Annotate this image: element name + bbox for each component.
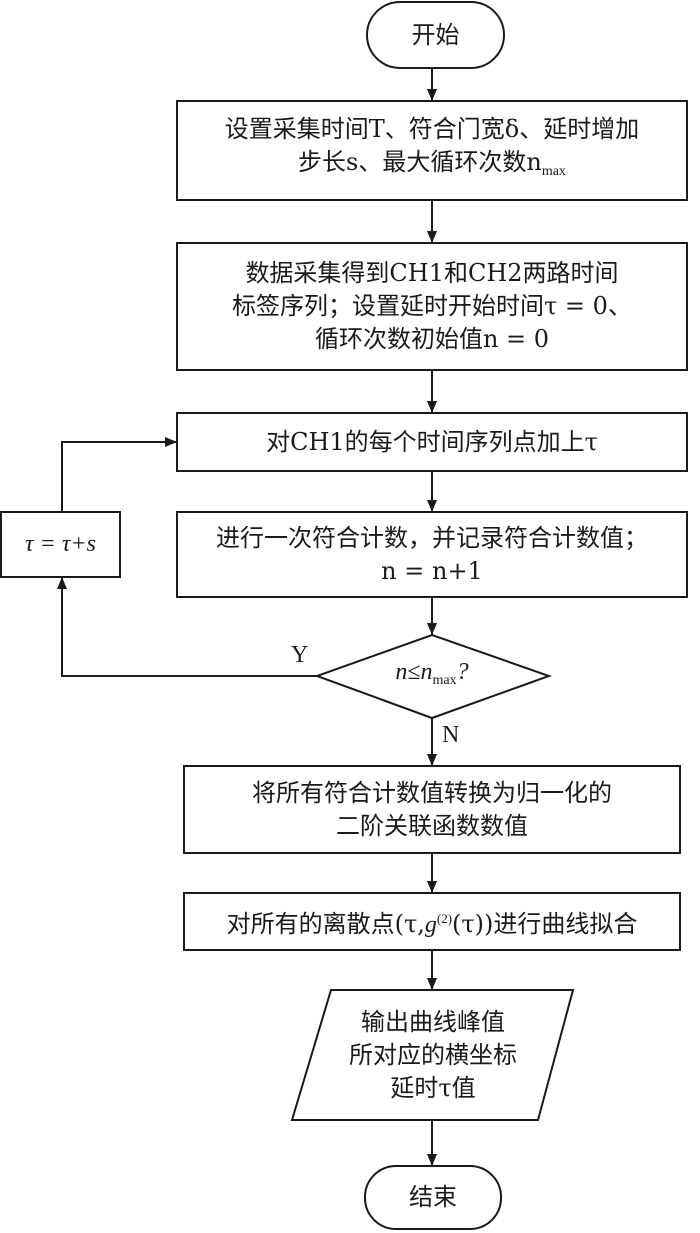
add-delay-text: 对CH1的每个时间序列点加上τ <box>177 413 687 471</box>
arrowhead <box>427 1154 437 1166</box>
output-parallelogram <box>290 989 575 1121</box>
coincidence-count-text: 进行一次符合计数，并记录符合计数值； n = n+1 <box>177 512 687 597</box>
normalize-text: 将所有符合计数值转换为归一化的 二阶关联函数数值 <box>184 766 680 853</box>
curve-fit-box <box>183 892 681 951</box>
end-text: 结束 <box>409 1183 457 1211</box>
setup-params-text: 设置采集时间T、符合门宽δ、延时增加 步长s、最大循环次数nmax <box>177 101 687 200</box>
loop-yes-path <box>61 577 317 677</box>
arrowhead <box>427 89 437 101</box>
count-line-1: 进行一次符合计数，并记录符合计数值； <box>216 523 648 552</box>
add-delay-line-1: 对CH1的每个时间序列点加上τ <box>266 427 598 456</box>
arrowhead <box>165 437 177 447</box>
no-label: N <box>442 722 460 748</box>
setup-line-1: 设置采集时间T、符合门宽δ、延时增加 <box>224 115 640 143</box>
arrowhead <box>57 577 67 589</box>
acq-line-3: 循环次数初始值n = 0 <box>314 325 550 353</box>
setup-params-box <box>176 100 688 201</box>
setup-line-2: 步长s、最大循环次数nmax <box>298 148 566 179</box>
delay-increment-text: τ = τ+s <box>1 512 120 577</box>
data-acquisition-text: 数据采集得到CH1和CH2两路时间 标签序列；设置延时开始时间τ = 0、 循环… <box>177 243 687 370</box>
output-line-3: 延时τ值 <box>390 1073 476 1102</box>
arrowhead <box>427 881 437 893</box>
output-line-1: 输出曲线峰值 <box>361 1007 505 1036</box>
delay-increment-formula: τ = τ+s <box>25 531 96 557</box>
arrowhead <box>427 978 437 990</box>
count-line-2: n = n+1 <box>381 556 483 585</box>
output-text: 输出曲线峰值 所对应的横坐标 延时τ值 <box>300 990 566 1120</box>
add-delay-box <box>176 412 688 472</box>
output-line-2: 所对应的横坐标 <box>349 1040 517 1069</box>
acq-line-2: 标签序列；设置延时开始时间τ = 0、 <box>232 292 632 320</box>
arrowhead <box>427 754 437 766</box>
loop-return-path <box>61 441 177 512</box>
decision-text: n≤nmax? <box>340 650 524 702</box>
end-label: 结束 <box>365 1166 501 1229</box>
start-text: 开始 <box>411 20 460 49</box>
curve-fit-line-1: 对所有的离散点(τ,g(2)(τ))进行曲线拟合 <box>226 909 638 938</box>
arrowhead <box>427 500 437 512</box>
connectors <box>57 68 437 1166</box>
yes-label: Y <box>291 642 309 668</box>
acq-line-1: 数据采集得到CH1和CH2两路时间 <box>245 259 619 287</box>
normalize-line-2: 二阶关联函数数值 <box>336 811 528 840</box>
start-terminal <box>366 1 505 69</box>
arrowhead <box>427 401 437 413</box>
decision-condition: n≤nmax? <box>395 658 469 688</box>
delay-increment-box <box>0 511 121 578</box>
normalize-line-1: 将所有符合计数值转换为归一化的 <box>252 778 612 807</box>
arrowhead <box>427 231 437 243</box>
arrowhead <box>427 623 437 635</box>
start-label: 开始 <box>367 2 504 68</box>
curve-fit-text: 对所有的离散点(τ,g(2)(τ))进行曲线拟合 <box>184 893 680 950</box>
